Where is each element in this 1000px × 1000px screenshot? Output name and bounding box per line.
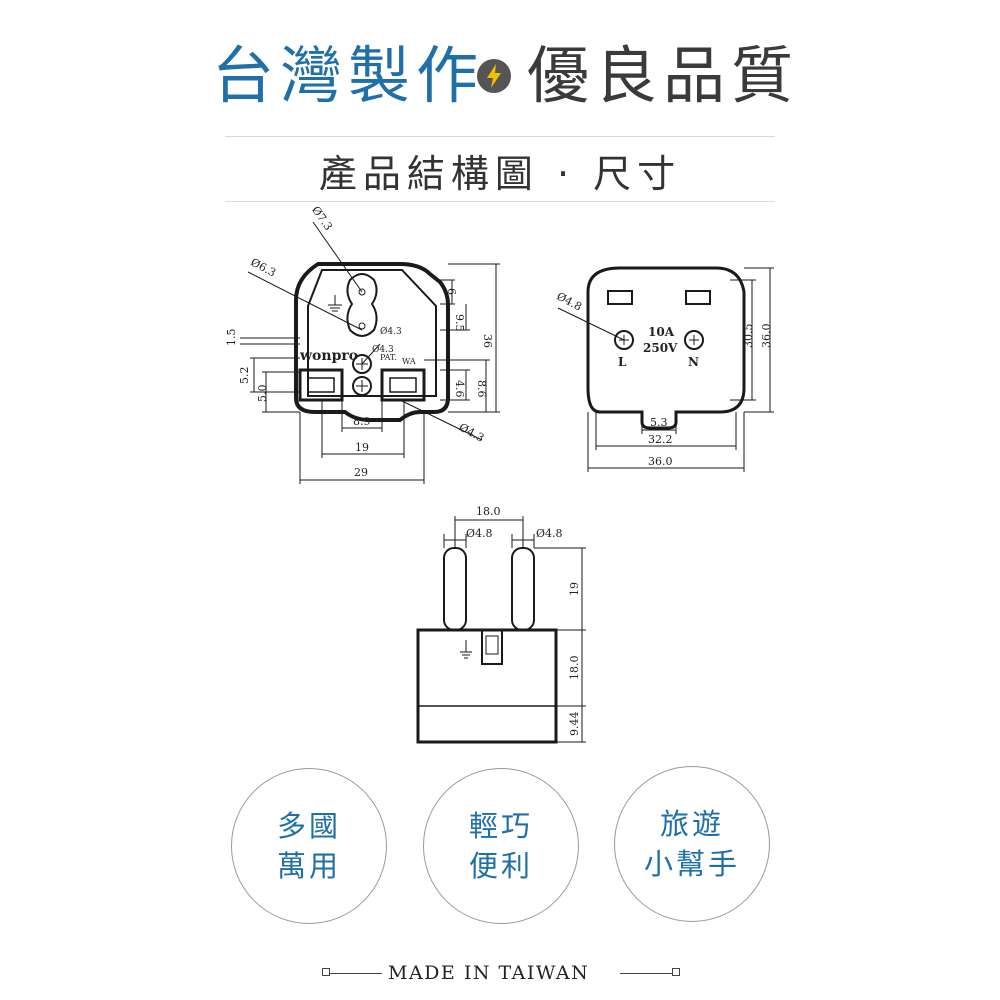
dim-8-9: 8.9 bbox=[353, 415, 371, 428]
footer: MADE IN TAIWAN bbox=[0, 958, 1000, 988]
feature-universal-line2: 萬用 bbox=[276, 849, 341, 883]
dim-dia-4-3-c: Ø4.3 bbox=[457, 421, 487, 445]
dim-5-3: 5.3 bbox=[650, 416, 668, 429]
title-quality: 優良品質 bbox=[527, 39, 800, 112]
header: 台灣製作 優良品質 bbox=[0, 36, 1000, 116]
dim-8-6: 8.6 bbox=[475, 380, 488, 398]
divider-top bbox=[225, 136, 775, 137]
made-in-taiwan: MADE IN TAIWAN bbox=[388, 962, 590, 984]
dim-18-0-top: 18.0 bbox=[476, 505, 501, 518]
dim-dia-4-3-a: Ø4.3 bbox=[380, 326, 402, 337]
footer-left-line bbox=[330, 973, 382, 974]
dim-5-0: 5.0 bbox=[256, 385, 269, 403]
dim-29: 29 bbox=[354, 466, 368, 479]
footer-right-square bbox=[672, 968, 680, 976]
label-pat: PAT. bbox=[380, 353, 397, 362]
dim-dia-4-3-b: Ø4.3 bbox=[372, 344, 394, 355]
feature-travel-line2: 小幫手 bbox=[643, 847, 740, 881]
dim-dia-4-8: Ø4.8 bbox=[554, 290, 584, 314]
dim-dia-6-3: Ø6.3 bbox=[248, 256, 278, 280]
front-view-labels: Ø7.3 Ø6.3 Ø4.3 Ø4.3 PAT. WA Ø4.3 wonpro … bbox=[225, 204, 494, 479]
pin-label-l: L bbox=[618, 355, 627, 369]
dim-dia-4-8-left: Ø4.8 bbox=[466, 527, 493, 540]
dim-6: 6 bbox=[445, 288, 458, 295]
dim-4-6: 4.6 bbox=[453, 380, 466, 398]
divider-bottom bbox=[225, 201, 775, 202]
feature-compact-line1: 輕巧 bbox=[468, 809, 533, 843]
front-view bbox=[240, 221, 500, 484]
feature-universal: 多國 萬用 bbox=[231, 768, 387, 924]
dim-18-0-body: 18.0 bbox=[568, 656, 581, 681]
dim-9-44: 9.44 bbox=[568, 712, 581, 737]
brand-wonpro: wonpro bbox=[299, 348, 358, 364]
dim-1-5: 1.5 bbox=[225, 329, 238, 347]
feature-compact-line2: 便利 bbox=[468, 849, 533, 883]
rating-voltage: 250V bbox=[643, 341, 678, 355]
dim-36: 36 bbox=[481, 334, 494, 348]
label-wa: WA bbox=[402, 357, 416, 366]
feature-compact: 輕巧 便利 bbox=[423, 768, 579, 924]
title-made-in-taiwan: 台灣製作 bbox=[212, 39, 485, 112]
dim-5-2: 5.2 bbox=[238, 367, 251, 385]
dim-32-2: 32.2 bbox=[648, 433, 673, 446]
dimension-drawings: Ø7.3 Ø6.3 Ø4.3 Ø4.3 PAT. WA Ø4.3 wonpro … bbox=[225, 204, 774, 744]
section-subtitle: 產品結構圖 · 尺寸 bbox=[318, 152, 682, 196]
dim-19-pin: 19 bbox=[568, 582, 581, 596]
feature-travel: 旅遊 小幫手 bbox=[614, 766, 770, 922]
dim-19: 19 bbox=[355, 441, 369, 454]
dim-30-5: 30.5 bbox=[742, 324, 755, 349]
feature-travel-line1: 旅遊 bbox=[659, 807, 724, 841]
side-view-labels: 18.0 Ø4.8 Ø4.8 19 18.0 9.44 bbox=[466, 505, 581, 736]
rear-view bbox=[557, 266, 774, 472]
rating-current: 10A bbox=[648, 325, 675, 339]
pin-label-n: N bbox=[688, 355, 699, 369]
dim-dia-7-3: Ø7.3 bbox=[309, 204, 335, 233]
dim-36-0-horizontal: 36.0 bbox=[648, 455, 673, 468]
lightning-bolt-icon bbox=[477, 59, 511, 93]
footer-left-square bbox=[322, 968, 330, 976]
footer-right-line bbox=[620, 973, 672, 974]
dim-36-0-vertical: 36.0 bbox=[760, 324, 773, 349]
dim-9-5: 9.5 bbox=[453, 314, 466, 332]
dim-dia-4-8-right: Ø4.8 bbox=[536, 527, 563, 540]
feature-universal-line1: 多國 bbox=[276, 809, 341, 843]
side-view bbox=[416, 516, 586, 744]
